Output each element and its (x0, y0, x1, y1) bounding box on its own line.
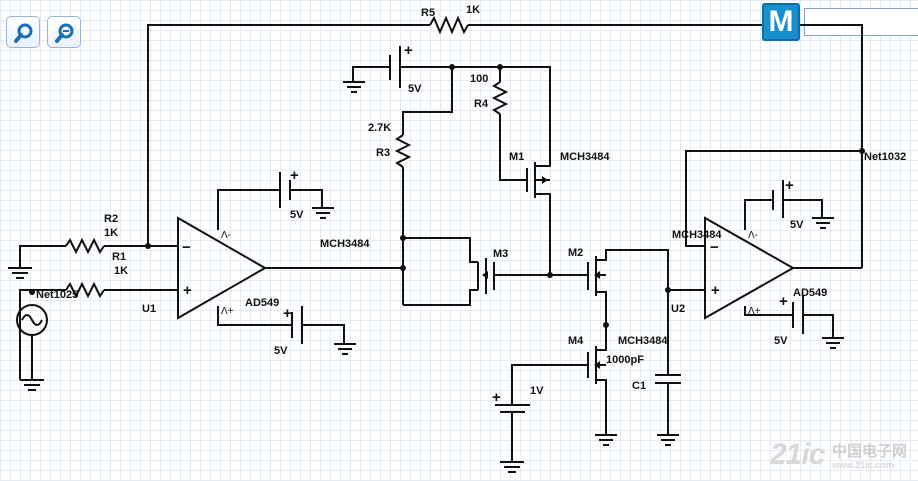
u1-top-battery-plus: + (290, 167, 299, 184)
m4-name: M4 (568, 335, 584, 347)
r1-value: 1K (114, 265, 128, 277)
m1-name: M1 (509, 151, 524, 163)
watermark-cn: 中国电子网 (832, 442, 908, 460)
c1-value: 1000pF (606, 354, 644, 366)
u2-top-battery-voltage: 5V (790, 219, 804, 231)
r2-value: 1K (104, 227, 118, 239)
zoom-in-icon (14, 23, 33, 43)
opamp-u1 (177, 216, 268, 320)
u1-rail-minus: Λ- (221, 230, 231, 241)
resistor-r4 (491, 81, 509, 115)
battery-1v-plus: + (492, 389, 501, 406)
u2-bottom-battery-plus: + (779, 293, 788, 310)
m3-name: M3 (493, 248, 508, 260)
net1025-plus: + (29, 288, 35, 299)
sine-wave-icon (21, 314, 43, 326)
wire-r1-left (19, 289, 66, 380)
u1-rail-plus: Λ+ (221, 306, 234, 317)
opamp-u2 (704, 216, 796, 320)
u1-vplus-wire (217, 306, 292, 326)
wire-top-left (147, 24, 430, 246)
u2-plus-pin: + (711, 282, 720, 299)
u2-top-battery-plus: + (785, 177, 794, 194)
u1-top-battery-voltage: 5V (290, 209, 304, 221)
u1-vminus-wire (217, 189, 280, 230)
r2-name: R2 (104, 213, 118, 225)
resistor-r2 (65, 237, 105, 255)
resistor-r1 (65, 281, 105, 299)
r4-name: R4 (474, 98, 489, 110)
m1-part: MCH3484 (560, 151, 610, 163)
u1-part: AD549 (245, 297, 279, 309)
u1-bottom-battery-plus: + (283, 305, 292, 322)
app-logo[interactable]: M (762, 3, 800, 41)
watermark-logo: 21ic 中国电子网 www.21ic.com (770, 436, 915, 476)
u2-rail-plus: Λ+ (748, 306, 761, 317)
u1-bottom-battery-voltage: 5V (274, 345, 288, 357)
resistor-r5 (429, 15, 469, 35)
m4-part: MCH3484 (618, 335, 668, 347)
u2-bottom-battery-voltage: 5V (774, 335, 788, 347)
zoom-out-button[interactable] (47, 16, 81, 48)
u1-name: U1 (142, 303, 156, 315)
wire-r2-left (19, 245, 66, 268)
r5-name: R5 (421, 7, 435, 19)
m2-part: MCH3484 (672, 229, 722, 241)
m3-drain-wire (403, 237, 478, 263)
u1-minus-pin: − (182, 239, 191, 256)
r3-value: 2.7K (368, 122, 391, 134)
m3-part: MCH3484 (320, 238, 370, 250)
net1025-label: Net1025 (36, 289, 78, 301)
c1-name: C1 (632, 380, 646, 392)
zoom-in-button[interactable] (6, 16, 40, 48)
wire-top-right (800, 24, 863, 268)
r4-value: 100 (470, 73, 488, 85)
search-input[interactable] (804, 8, 918, 36)
r5-value: 1K (466, 4, 480, 16)
resistor-r3 (394, 134, 412, 168)
watermark-url: www.21ic.com (832, 460, 894, 470)
net1032-label: Net1032 (864, 151, 906, 163)
top-battery-plus: + (404, 42, 413, 59)
battery-1v-voltage: 1V (530, 385, 544, 397)
u2-name: U2 (671, 303, 685, 315)
u1-plus-pin: + (183, 282, 192, 299)
u2-minus-pin: − (710, 239, 719, 256)
u2-rail-minus: Λ- (748, 230, 758, 241)
r1-name: R1 (112, 251, 126, 263)
top-battery-voltage: 5V (408, 83, 422, 95)
m2-name: M2 (568, 247, 583, 259)
u2-part: AD549 (793, 287, 827, 299)
zoom-out-icon (55, 23, 74, 43)
r3-name: R3 (376, 147, 390, 159)
watermark-brand: 21ic (770, 438, 825, 471)
